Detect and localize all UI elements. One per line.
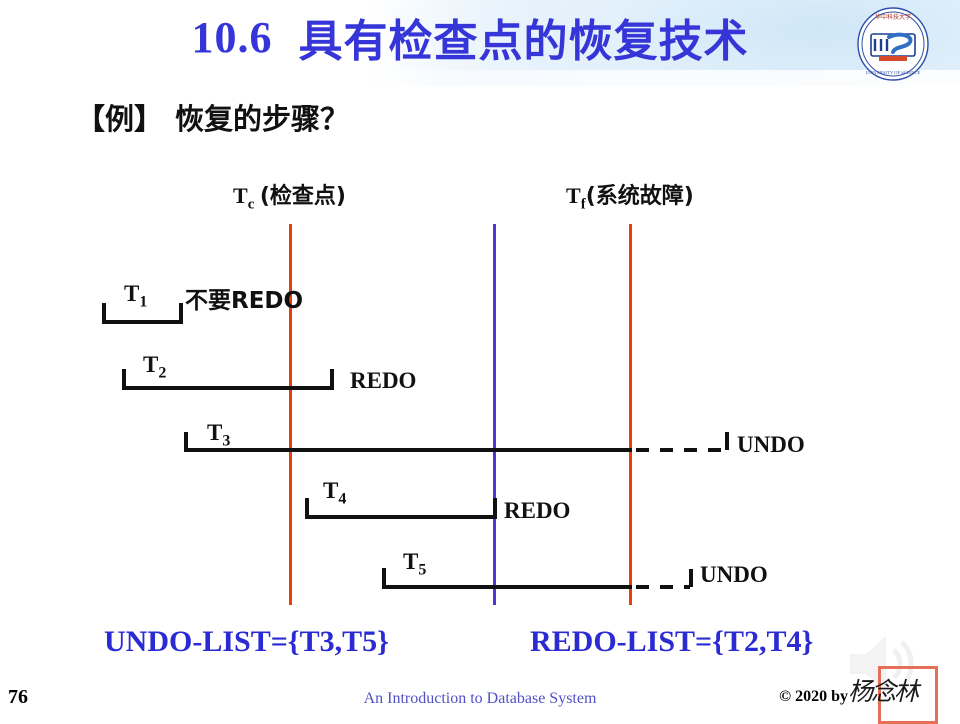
note-T3: UNDO	[737, 432, 805, 457]
txn-bar-T4	[305, 498, 497, 519]
txn-label-T5: T5	[403, 549, 427, 579]
page-title: 10.6 具有检查点的恢复技术	[120, 2, 820, 72]
redo-list-text: REDO-LIST={T2,T4}	[530, 625, 814, 658]
page-number: 76	[8, 686, 28, 708]
txn-label-T4: T4	[323, 478, 347, 508]
txn-bar-T1	[102, 303, 183, 324]
signature: 杨念林	[848, 677, 919, 706]
axis-label-failure: Tf(系统故障)	[566, 183, 694, 213]
txn-bar-T5	[382, 568, 632, 589]
vline-system-failure	[493, 224, 496, 605]
axis-label-checkpoint: Tc (检查点)	[233, 183, 346, 213]
page-title-text: 具有检查点的恢复技术	[298, 16, 749, 67]
txn-label-T1: T1	[124, 281, 148, 311]
note-T1-text: 不要REDO	[185, 288, 304, 314]
txn-label-T2: T2	[143, 352, 167, 382]
svg-text:华中科技大学: 华中科技大学	[875, 13, 911, 21]
page-title-number: 10.6	[191, 12, 273, 62]
example-prefix: 【例】	[76, 102, 164, 136]
example-heading: 【例】恢复的步骤？	[76, 96, 349, 138]
speaker-icon[interactable]	[844, 628, 920, 700]
note-T2: REDO	[350, 368, 417, 393]
note-T1: 不要REDO	[185, 281, 303, 315]
slide-header: 10.6 具有检查点的恢复技术 华中科技大学 UNIVERSITY OF SCI…	[0, 0, 960, 86]
example-question: 恢复的步骤？	[175, 102, 350, 136]
svg-text:UNIVERSITY OF SCIENCE: UNIVERSITY OF SCIENCE	[866, 70, 921, 75]
undo-list-text: UNDO-LIST={T3,T5}	[104, 625, 389, 658]
txn-bar-T3	[184, 432, 632, 452]
copyright-text: © 2020 by	[779, 688, 848, 705]
txn-label-T3: T3	[207, 420, 231, 450]
axis-label-checkpoint-text: (检查点)	[259, 184, 346, 209]
note-T4: REDO	[504, 498, 571, 523]
footer-book-title: An Introduction to Database System	[363, 690, 597, 707]
vline-checkpoint	[289, 224, 292, 605]
hust-university-logo-icon: 华中科技大学 UNIVERSITY OF SCIENCE	[857, 7, 929, 81]
note-T5: UNDO	[700, 562, 768, 587]
txn-bar-T2	[122, 369, 334, 390]
axis-label-failure-text: (系统故障)	[585, 184, 694, 209]
vline-end-marker	[629, 224, 632, 605]
